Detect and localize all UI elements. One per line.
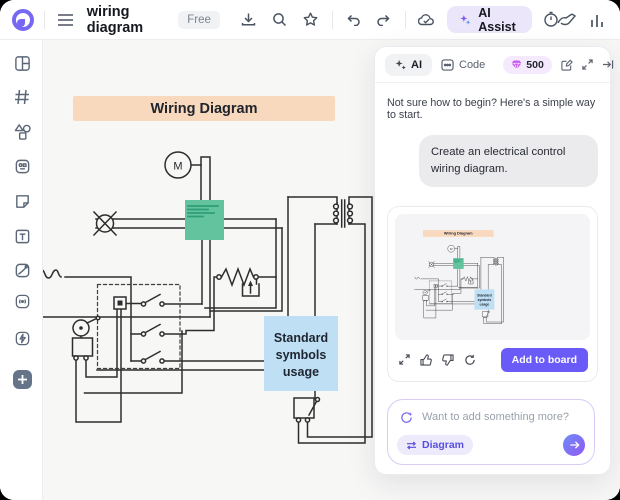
send-arrow-icon <box>569 441 580 449</box>
swap-icon <box>407 440 416 450</box>
contactor-block[interactable] <box>185 200 224 240</box>
top-toolbar: wiring diagram Free AI Assist <box>0 0 620 40</box>
credits-count: 500 <box>526 58 544 71</box>
divider <box>331 10 333 29</box>
app-logo-icon[interactable] <box>12 8 34 31</box>
motor-label: M <box>173 161 182 173</box>
diagram-title-banner[interactable] <box>73 96 335 121</box>
lamp-symbol[interactable] <box>92 210 118 237</box>
bell-symbol[interactable] <box>71 315 101 361</box>
magic-prompt-icon <box>401 411 413 423</box>
rheostat-symbol[interactable] <box>216 266 260 297</box>
panel-header: AI Code 500 <box>375 47 614 83</box>
sparkles-icon <box>460 14 471 25</box>
assistant-greeting: Not sure how to begin? Here's a simple w… <box>387 97 596 121</box>
thumbs-up-icon[interactable] <box>419 353 433 367</box>
plan-badge: Free <box>178 10 220 29</box>
tools-sidebar <box>0 40 43 500</box>
ai-assist-panel: AI Code 500 <box>374 46 614 475</box>
embed-icon[interactable] <box>10 289 34 313</box>
credits-badge: 500 <box>503 55 552 74</box>
transformer-symbol[interactable] <box>332 199 354 228</box>
undo-icon[interactable] <box>343 9 365 31</box>
search-icon[interactable] <box>269 9 291 31</box>
mode-chip-diagram[interactable]: Diagram <box>397 435 474 455</box>
shapes-icon[interactable] <box>10 119 34 143</box>
diagram-preview-image <box>414 229 504 324</box>
expand-panel-icon[interactable] <box>582 58 593 72</box>
facilitation-tools-icon[interactable] <box>542 9 578 31</box>
note-line-1: Standard <box>274 331 328 345</box>
cloud-sync-icon <box>415 9 437 31</box>
plus-icon <box>12 369 32 389</box>
expand-result-icon[interactable] <box>397 353 411 367</box>
board-area: Wiring Diagram <box>0 40 620 500</box>
menu-icon[interactable] <box>55 9 77 31</box>
tab-ai[interactable]: AI <box>385 53 432 76</box>
download-icon[interactable] <box>238 9 260 31</box>
note-line-3: usage <box>283 365 319 379</box>
diagram-preview[interactable] <box>395 213 590 340</box>
diagram-title[interactable]: Wiring Diagram <box>150 101 257 117</box>
gem-icon <box>511 59 522 70</box>
note-line-2: symbols <box>276 348 327 362</box>
ai-assist-button[interactable]: AI Assist <box>447 5 532 34</box>
symbols-note-box[interactable]: Standard symbols usage <box>264 316 338 391</box>
panel-body: Not sure how to begin? Here's a simple w… <box>375 83 610 382</box>
tab-code-label: Code <box>459 58 486 71</box>
divider <box>404 10 406 29</box>
send-button[interactable] <box>563 434 585 456</box>
ai-assist-label: AI Assist <box>478 5 516 34</box>
result-actions: Add to board <box>395 347 590 374</box>
prompt-input-card: Diagram <box>387 399 595 465</box>
breaker-symbol[interactable] <box>293 396 321 423</box>
grid-icon[interactable] <box>10 85 34 109</box>
board-canvas[interactable]: Wiring Diagram <box>42 40 620 500</box>
code-icon <box>441 58 454 71</box>
ai-sparkle-icon <box>395 59 406 70</box>
wires <box>42 156 373 444</box>
user-message-bubble: Create an electrical control wiring diag… <box>419 135 598 187</box>
automation-icon[interactable] <box>10 326 34 350</box>
templates-icon[interactable] <box>10 51 34 75</box>
tab-ai-label: AI <box>411 58 422 71</box>
sticky-note-icon[interactable] <box>10 189 34 213</box>
media-icon[interactable] <box>10 258 34 282</box>
cards-icon[interactable] <box>10 154 34 178</box>
wiring-schematic: Wiring Diagram <box>42 96 373 444</box>
collapse-panel-icon[interactable] <box>602 58 614 72</box>
add-to-board-button[interactable]: Add to board <box>500 347 588 372</box>
tab-code[interactable]: Code <box>441 59 485 71</box>
new-chat-icon[interactable] <box>561 58 573 72</box>
mode-chip-label: Diagram <box>422 439 465 451</box>
divider <box>44 10 45 29</box>
document-title[interactable]: wiring diagram <box>86 3 144 36</box>
prompt-input[interactable] <box>420 410 582 424</box>
star-icon[interactable] <box>300 9 322 31</box>
ai-result-card: Add to board <box>387 205 598 382</box>
switch-group-frame[interactable] <box>96 283 181 370</box>
thumbs-down-icon[interactable] <box>441 353 455 367</box>
junction-box[interactable] <box>113 296 127 310</box>
switch-contacts[interactable] <box>140 293 165 364</box>
motor-symbol[interactable]: M <box>164 151 192 179</box>
text-frame-icon[interactable] <box>10 224 34 248</box>
redo-icon[interactable] <box>373 9 395 31</box>
regenerate-icon[interactable] <box>463 353 477 367</box>
insights-chart-icon[interactable] <box>586 9 608 31</box>
add-tool-button[interactable] <box>10 367 34 391</box>
